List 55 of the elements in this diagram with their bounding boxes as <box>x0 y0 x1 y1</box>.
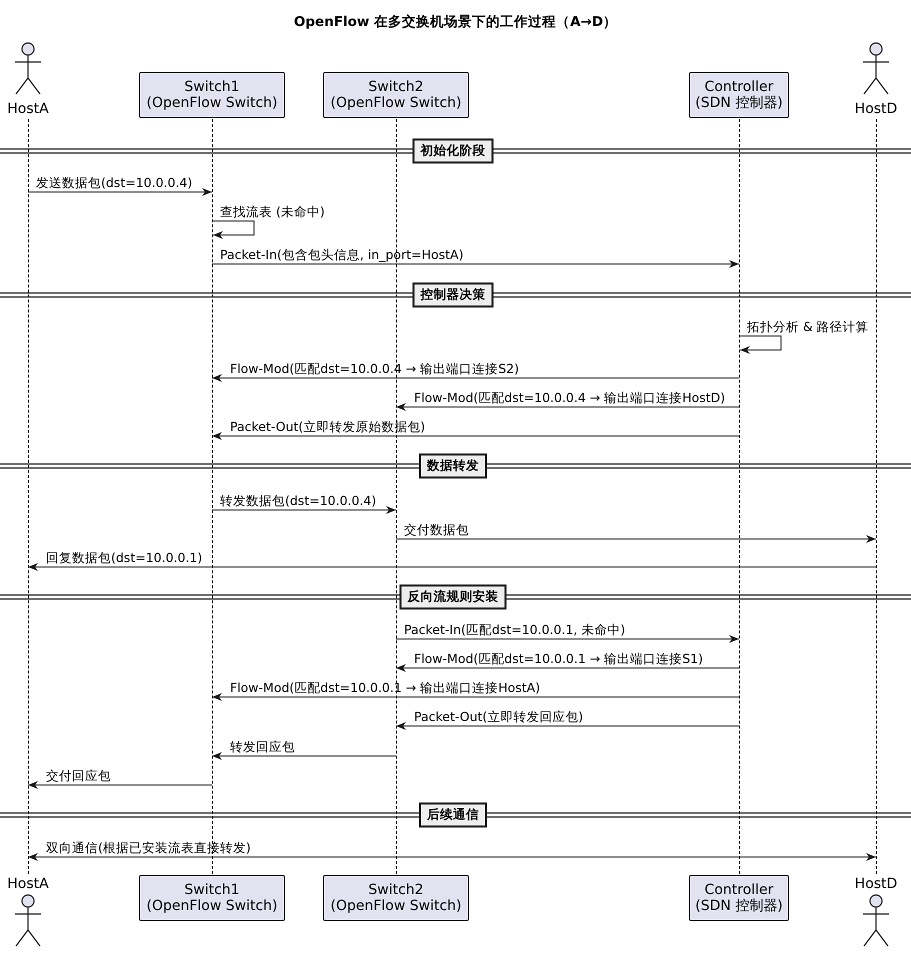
participant-box: Switch1 (OpenFlow Switch) <box>139 875 285 921</box>
diagram-title: OpenFlow 在多交换机场景下的工作过程（A→D） <box>292 13 618 31</box>
message-label: 查找流表 (未命中) <box>220 204 325 219</box>
message-label: 双向通信(根据已安装流表直接转发) <box>46 840 251 855</box>
message-label: 发送数据包(dst=10.0.0.4) <box>36 175 192 190</box>
lifeline <box>396 119 398 874</box>
message-label: 交付回应包 <box>46 768 111 783</box>
message-arrow <box>396 635 740 643</box>
message-arrow <box>212 432 740 440</box>
section-label-box: 数据转发 <box>419 454 487 478</box>
message-label: Packet-Out(立即转发原始数据包) <box>230 419 426 434</box>
lifeline <box>738 119 740 874</box>
message-arrow <box>396 664 740 672</box>
section-label-box: 初始化阶段 <box>412 138 494 164</box>
message-arrow <box>212 506 396 514</box>
lifeline <box>876 119 878 874</box>
message-arrow <box>212 260 740 268</box>
message-arrow <box>212 374 740 382</box>
section-label-box: 后续通信 <box>419 802 487 828</box>
self-message-arrow <box>212 220 254 239</box>
participant-box: Switch1 (OpenFlow Switch) <box>139 72 285 118</box>
message-arrow <box>212 752 396 760</box>
self-message-arrow <box>738 336 782 354</box>
message-label: 转发数据包(dst=10.0.0.4) <box>220 493 376 508</box>
message-arrow <box>396 403 740 411</box>
message-arrow <box>28 188 212 196</box>
message-arrow <box>396 535 876 543</box>
message-label: Packet-In(匹配dst=10.0.0.1, 未命中) <box>404 622 626 637</box>
message-label: Flow-Mod(匹配dst=10.0.0.1 → 输出端口连接S1) <box>414 651 703 666</box>
lifeline <box>212 119 214 874</box>
message-label: 回复数据包(dst=10.0.0.1) <box>46 550 202 565</box>
actor-name: HostD <box>854 101 898 117</box>
actor-name: HostD <box>854 876 898 892</box>
participant-box: Controller (SDN 控制器) <box>689 875 789 921</box>
message-label: Packet-In(包含包头信息, in_port=HostA) <box>220 247 464 262</box>
message-label: Flow-Mod(匹配dst=10.0.0.4 → 输出端口连接S2) <box>230 361 519 376</box>
lifeline <box>28 119 30 874</box>
participant-box: Switch2 (OpenFlow Switch) <box>323 875 469 921</box>
message-label: 交付数据包 <box>404 522 469 537</box>
message-label: Packet-Out(立即转发回应包) <box>414 709 584 724</box>
participant-box: Switch2 (OpenFlow Switch) <box>323 72 469 118</box>
message-arrow <box>28 853 876 861</box>
message-arrow <box>28 781 212 789</box>
actor-name: HostA <box>6 101 50 117</box>
message-arrow <box>396 722 740 730</box>
message-label: 转发回应包 <box>230 739 295 754</box>
participant-box: Controller (SDN 控制器) <box>689 72 789 118</box>
message-label: 拓扑分析 & 路径计算 <box>747 319 869 334</box>
message-arrow <box>212 693 740 701</box>
message-arrow <box>28 563 876 571</box>
message-label: Flow-Mod(匹配dst=10.0.0.4 → 输出端口连接HostD) <box>414 390 726 405</box>
section-label-box: 控制器决策 <box>412 282 494 308</box>
section-label-box: 反向流规则安装 <box>400 584 506 610</box>
actor-name: HostA <box>6 876 50 892</box>
message-label: Flow-Mod(匹配dst=10.0.0.1 → 输出端口连接HostA) <box>230 680 540 695</box>
